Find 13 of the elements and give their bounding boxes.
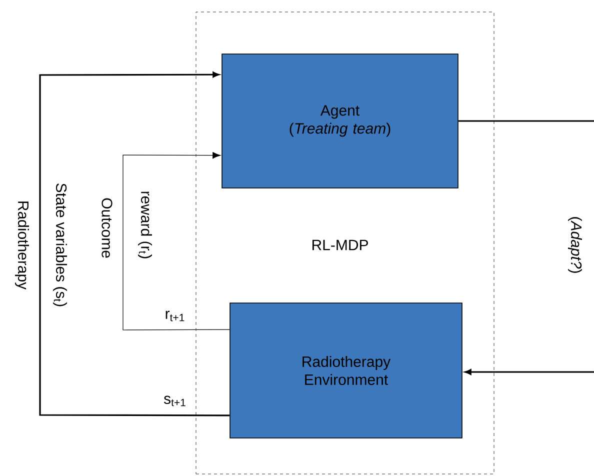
region-label: RL-MDP [312,240,368,250]
rotated-label: Radiotherapy [15,202,29,290]
edge-label: s$_{t+1}$ [164,396,186,406]
process-box: Agent (Treating team) [222,54,458,188]
rotated-label: Outcome [102,198,112,258]
rotated-label: State variables (s$_{t}$) [53,184,67,306]
arrow [39,72,230,416]
edge-label: r$_{t+1}$ [166,310,184,322]
rotated-label: reward (r$_{t}$) [138,192,152,258]
process-box: Radiotherapy Environment [230,302,462,438]
arrow [464,369,594,375]
dashed-region [196,12,494,474]
arrow [122,152,230,330]
